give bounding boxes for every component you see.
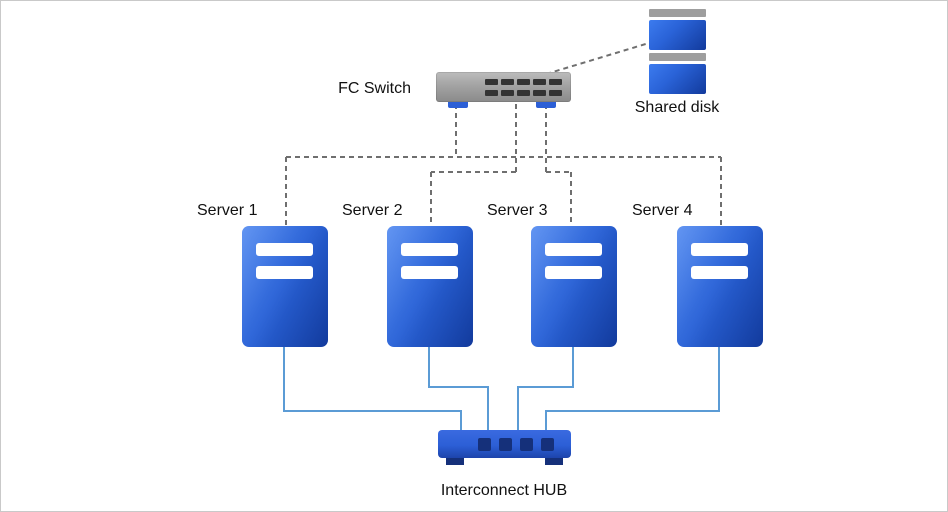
server2-label: Server 2 <box>342 202 403 219</box>
fc-to-server2-link <box>430 104 517 227</box>
switch-ports <box>485 79 562 96</box>
fc-to-shared-disk-link <box>502 42 650 88</box>
hub-foot-left <box>446 456 464 465</box>
port-icon <box>517 79 530 85</box>
disk-cap <box>649 9 706 17</box>
server3-icon <box>531 226 617 347</box>
port-icon <box>478 437 491 451</box>
port-icon <box>517 90 530 96</box>
server3-label: Server 3 <box>487 202 548 219</box>
switch-body <box>436 72 571 102</box>
fc-to-server1-server4-link <box>285 104 722 227</box>
disk-drive <box>649 20 706 50</box>
switch-foot-right <box>536 99 556 108</box>
drive-slot <box>691 266 748 279</box>
port-icon <box>501 90 514 96</box>
port-icon <box>485 90 498 96</box>
server2-icon <box>387 226 473 347</box>
server4-label: Server 4 <box>632 202 693 219</box>
port-icon <box>533 79 546 85</box>
port-icon <box>520 437 533 451</box>
fc-switch-icon <box>436 72 571 110</box>
shared-disk-icon <box>649 9 706 97</box>
port-icon <box>501 79 514 85</box>
drive-slot <box>545 266 602 279</box>
interconnect-hub-label: Interconnect HUB <box>440 482 568 499</box>
port-icon <box>485 79 498 85</box>
port-icon <box>549 90 562 96</box>
server4-to-hub-link <box>545 347 720 433</box>
disk-drive <box>649 64 706 94</box>
server1-label: Server 1 <box>197 202 258 219</box>
server1-icon <box>242 226 328 347</box>
port-icon <box>533 90 546 96</box>
drive-slot <box>256 266 313 279</box>
server3-to-hub-link <box>517 347 574 433</box>
drive-slot <box>256 243 313 256</box>
disk-cap <box>649 53 706 61</box>
drive-slot <box>691 243 748 256</box>
port-icon <box>549 79 562 85</box>
server2-to-hub-link <box>428 347 489 433</box>
drive-slot <box>545 243 602 256</box>
server1-to-hub-link <box>283 347 462 433</box>
fc-switch-label: FC Switch <box>338 80 411 97</box>
fc-to-server3-link <box>545 104 572 227</box>
interconnect-hub-icon <box>438 430 571 470</box>
port-icon <box>499 437 512 451</box>
port-icon <box>541 437 554 451</box>
shared-disk-label: Shared disk <box>634 99 720 116</box>
drive-slot <box>401 266 458 279</box>
server4-icon <box>677 226 763 347</box>
hub-body <box>438 430 571 458</box>
drive-slot <box>401 243 458 256</box>
hub-foot-right <box>545 456 563 465</box>
switch-foot-left <box>448 99 468 108</box>
